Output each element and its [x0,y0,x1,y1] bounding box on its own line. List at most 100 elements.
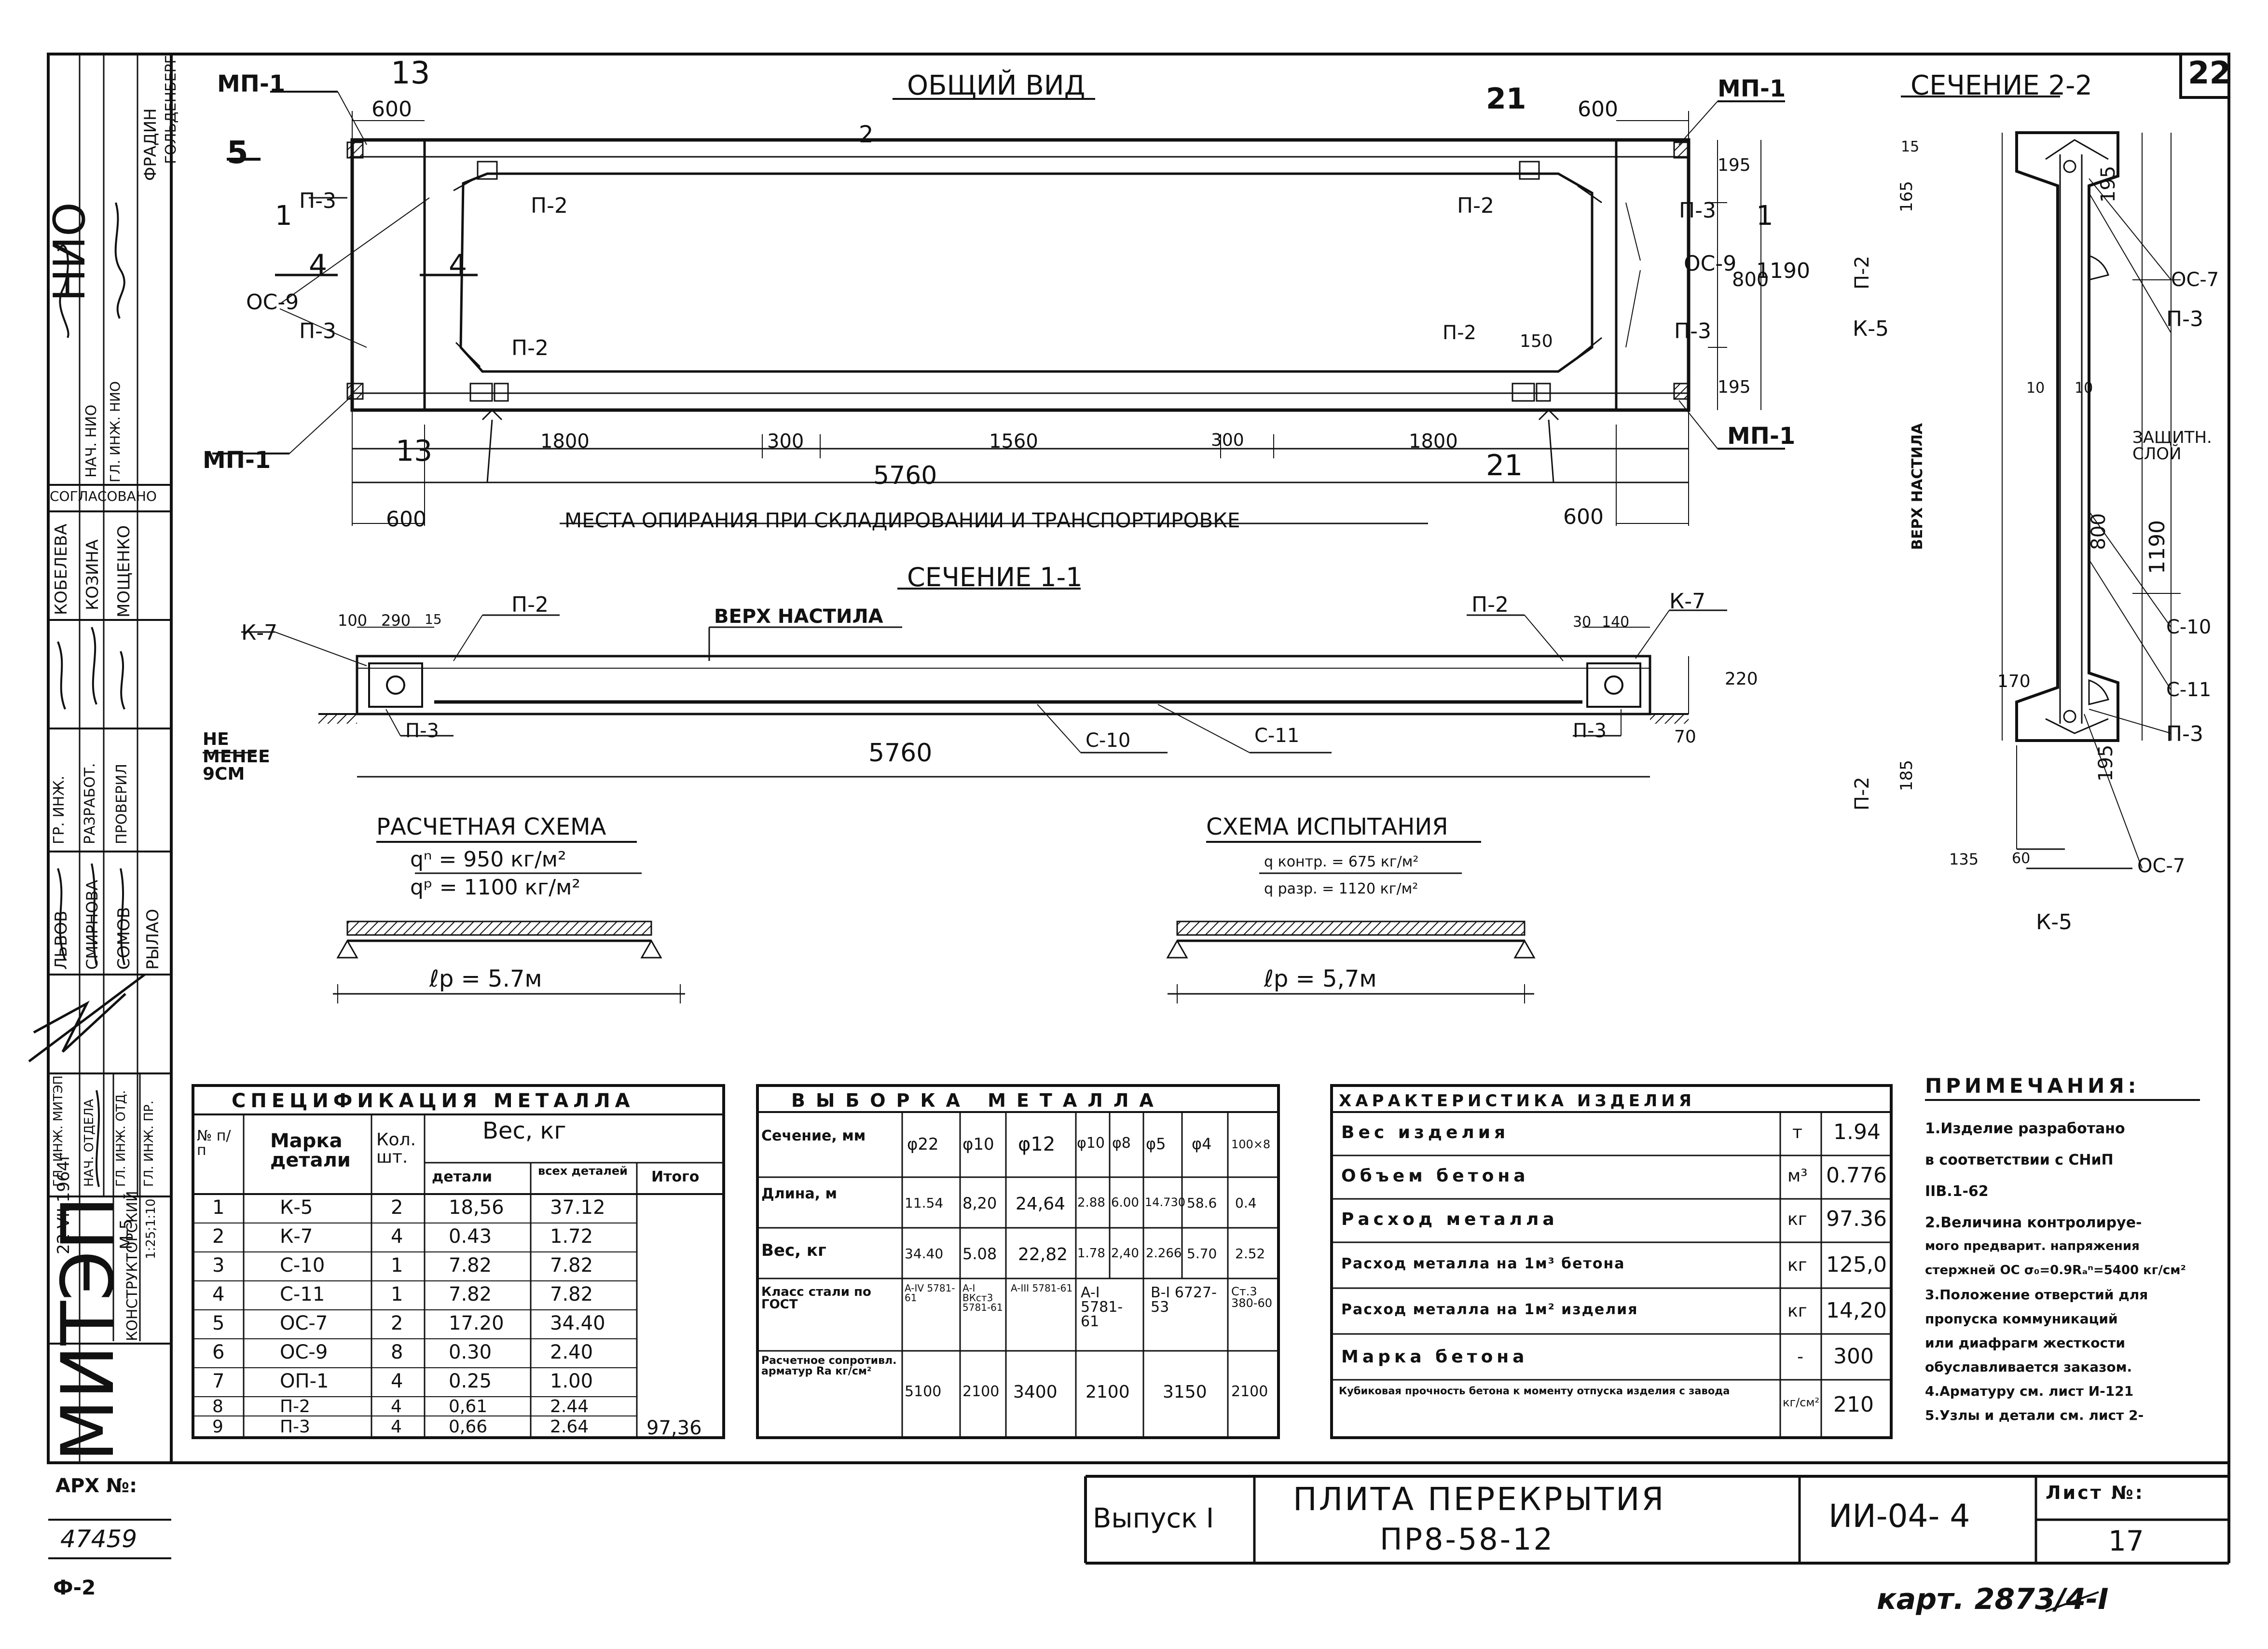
spec-row-n: 5 [212,1312,225,1334]
char-row-value: 1.94 [1833,1120,1881,1144]
spec-header-w-part: детали [432,1168,493,1185]
spec-table-title: СПЕЦИФИКАЦИЯ МЕТАЛЛА [232,1090,635,1112]
char-table-grid [1330,1084,1893,1439]
spec-row-all: 37.12 [550,1196,605,1219]
dim-195-bottom: 195 [1718,377,1751,397]
spec-row-n: 7 [212,1370,225,1392]
sample-resistance: 2100 [1231,1383,1268,1400]
sample-table-grid [756,1084,1280,1439]
sample-length: 58.6 [1187,1195,1217,1211]
notes-line: в соответствии с СНиП [1925,1152,2114,1168]
notes-line: стержней ОС σ₀=0.9Rₐⁿ=5400 кг/см² [1925,1263,2186,1278]
stamp-name: СОМОВ [114,907,134,970]
sample-col-header: φ10 [1077,1135,1105,1152]
sample-col-header: 100×8 [1231,1138,1271,1151]
dim-600-top-right: 600 [1578,97,1618,122]
section-22-dim-10-right: 10 [2075,380,2093,397]
section-mark-5: 5 [227,135,248,171]
stamp-name: ГОЛЬДЕНБЕРГ [163,55,179,164]
section-11-dim-140: 140 [1602,614,1630,631]
sample-row-header-length: Длина, м [761,1185,838,1202]
sample-length: 2.88 [1077,1196,1105,1210]
section-22-label-p2-top: П-2 [1851,256,1873,289]
section-11-top-label: ВЕРХ НАСТИЛА [714,605,883,628]
title-block-sheet-no: 17 [2108,1525,2144,1557]
sample-weight: 22,82 [1018,1245,1068,1264]
label-p2-top-right: П-2 [1457,193,1494,218]
section-mark-1-right: 1 [1756,200,1773,232]
spec-row-qty: 4 [391,1417,402,1437]
sample-col-header: φ12 [1018,1133,1056,1155]
stamp-role: ПРОВЕРИЛ [113,764,130,844]
dim-600-top-left: 600 [371,97,412,122]
test-scheme-drawing [1166,841,1536,1003]
spec-row-all: 7.82 [550,1254,593,1277]
sample-weight: 2,40 [1111,1246,1139,1261]
section-11-label-k7-right: К-7 [1669,589,1706,614]
section-11-dim-290: 290 [381,611,411,630]
char-row-unit: т [1792,1123,1802,1142]
section-22-dim-800: 800 [2088,513,2110,550]
notes-line: пропуска коммуникаций [1925,1311,2118,1327]
label-p2-top-left: П-2 [531,193,568,218]
section-mark-4-inner: 4 [449,248,467,282]
section-11-label-p3-left: П-3 [405,720,439,742]
section-11-label-p3-right: П-3 [1573,720,1607,742]
spec-row-mark: К-5 [280,1196,313,1219]
stamp-role: НАЧ. НИО [83,404,100,478]
spec-row-all: 1.00 [550,1370,593,1392]
section-22-label-k5-top: К-5 [1853,316,1889,341]
char-row-unit: кг [1787,1209,1807,1229]
stamp-name: МОЩЕНКО [114,525,134,618]
sample-col-header: φ10 [962,1135,994,1154]
support-note: МЕСТА ОПИРАНИЯ ПРИ СКЛАДИРОВАНИИ И ТРАНС… [564,508,1240,532]
stamp-role: НАЧ. ОТДЕЛА [82,1099,96,1187]
label-mp1-top-left: МП-1 [217,70,286,97]
char-row-value: 125,0 [1826,1252,1887,1277]
sample-resistance: 3150 [1163,1382,1207,1402]
section-11-dim-100: 100 [338,611,368,630]
dim-5760-plan: 5760 [873,461,937,490]
test-scheme-q-control: q контр. = 675 кг/м² [1264,853,1419,870]
spec-row-part: 0.25 [449,1370,492,1392]
title-block-sheet-label: Лист №: [2046,1482,2144,1503]
spec-row-qty: 4 [391,1225,403,1248]
section-11-min-bearing: НЕ МЕНЕЕ 9СМ [203,729,270,784]
spec-header-w-all: всех деталей [538,1164,628,1178]
spec-row-part: 0.30 [449,1341,492,1363]
spec-row-all: 2.64 [550,1417,589,1437]
sample-class: A-III 5781-61 [1011,1282,1073,1294]
spec-row-part: 0,66 [449,1417,488,1437]
label-p3-right-top: П-3 [1679,198,1716,223]
section-11-title: СЕЧЕНИЕ 1-1 [907,562,1083,592]
design-scheme-q-calc: qᵖ = 1100 кг/м² [410,875,580,900]
notes-line: или диафрагм жесткости [1925,1335,2125,1351]
section-22-dim-15-top: 15 [1901,138,1920,155]
dim-600-bottom-right: 600 [1563,505,1604,529]
stamp-name: КОЗИНА [83,539,102,610]
spec-row-n: 2 [212,1225,225,1248]
sample-class: B-I 6727-53 [1151,1284,1217,1316]
spec-header-num: № п/п [197,1127,231,1159]
spec-row-mark: ОС-7 [280,1312,328,1334]
spec-row-all: 2.44 [550,1397,589,1416]
section-22-dim-185: 185 [1897,760,1916,791]
spec-header-mark: Марка детали [270,1130,351,1171]
sample-weight: 5.70 [1187,1246,1217,1262]
stamp-dept: КОНСТРУКТОРСКИЙ [124,1191,141,1341]
spec-row-n: 8 [212,1397,223,1416]
spec-row-n: 9 [212,1417,223,1437]
design-scheme-span: ℓр = 5.7м [429,965,542,992]
section-11-dim-220: 220 [1725,669,1758,689]
char-row-unit: кг [1787,1301,1807,1321]
char-row-unit: - [1797,1347,1803,1367]
spec-row-n: 4 [212,1283,225,1305]
sample-row-header-class: Класс стали по ГОСТ [761,1285,871,1312]
section-22-top-label: ВЕРХ НАСТИЛА [1909,423,1926,550]
section-mark-21-bottom: 21 [1486,449,1523,482]
section-mark-13-bottom: 13 [396,434,433,468]
dim-800-plan: 800 [1732,269,1769,291]
notes-line: мого предварит. напряжения [1925,1239,2140,1253]
dim-600-bottom-left: 600 [386,507,426,532]
sample-length: 8,20 [962,1194,997,1212]
